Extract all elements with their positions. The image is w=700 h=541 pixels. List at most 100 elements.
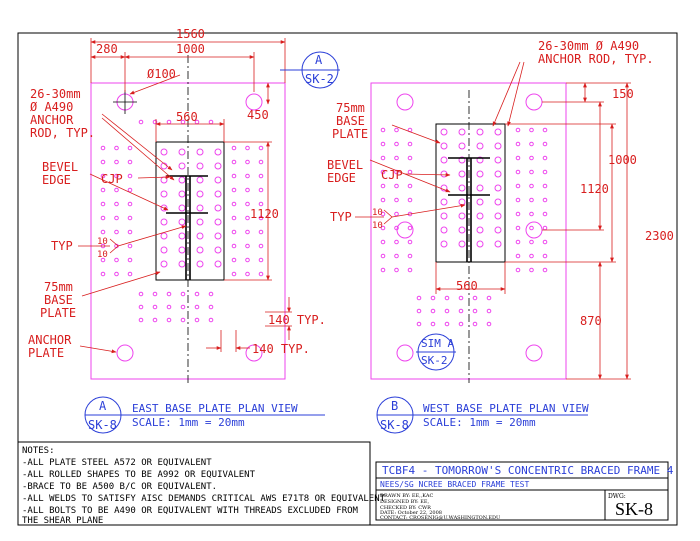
bolt-hole (245, 215, 250, 221)
bolt-hole (178, 218, 186, 226)
bolt-hole (515, 253, 521, 259)
bolt-hole (258, 187, 264, 193)
label-bevel-1: BEVEL (42, 160, 78, 174)
bolt-hole (458, 156, 466, 164)
note-line: -ALL ROLLED SHAPES TO BE A992 OR EQUIVAL… (22, 470, 256, 480)
bolt-hole (394, 239, 399, 245)
bolt-hole (380, 211, 386, 217)
bolt-hole (407, 183, 413, 189)
bolt-hole (258, 243, 264, 249)
label-base-plate-2: BASE (336, 114, 365, 128)
view-scale: SCALE: 1mm = 20mm (423, 416, 536, 429)
bolt-hole (138, 119, 144, 125)
bolt-hole (515, 239, 521, 245)
bolt-hole (214, 148, 222, 156)
bolt-hole (178, 148, 186, 156)
west-large-hole (525, 93, 543, 111)
label-typ: TYP (51, 239, 73, 253)
bolt-hole (458, 321, 464, 327)
bolt-hole (407, 225, 413, 231)
notes-heading: NOTES: (22, 446, 55, 456)
west-annotations: 26-30mm Ø A490 ANCHOR ROD, TYP. 75mm BAS… (327, 39, 674, 328)
drawn-by: DRAWN BY: EE,,KAC (380, 493, 433, 499)
bolt-hole (486, 321, 492, 327)
west-dimensions (355, 61, 631, 380)
bolt-hole (152, 304, 158, 310)
bolt-hole (494, 184, 502, 192)
bolt-hole (440, 170, 448, 178)
bolt-hole (231, 201, 237, 207)
view-title: EAST BASE PLATE PLAN VIEW (132, 402, 298, 415)
bolt-hole (138, 317, 144, 323)
bolt-hole (394, 127, 399, 133)
bolt-hole (472, 295, 478, 301)
bolt-hole (231, 187, 237, 193)
bolt-hole (214, 246, 222, 254)
bolt-hole (440, 226, 448, 234)
notes-box: NOTES: -ALL PLATE STEEL A572 OR EQUIVALE… (17, 441, 386, 526)
bolt-hole (127, 215, 133, 221)
bolt-hole (380, 253, 386, 259)
bolt-hole (494, 212, 502, 220)
bolt-hole (394, 183, 399, 189)
bolt-hole (476, 156, 484, 164)
bolt-hole (231, 271, 237, 277)
contact: CONTACT: CROSENIG@U.WASHINGTON.EDU (380, 514, 500, 521)
bolt-hole (114, 271, 119, 277)
label-base-plate-2: BASE (44, 293, 73, 307)
west-large-hole (396, 93, 414, 111)
bolt-hole (214, 190, 222, 198)
bolt-hole (258, 229, 264, 235)
bolt-hole (127, 159, 133, 165)
bolt-hole (138, 304, 144, 310)
label-anchor-rod-1: 26-30mm (30, 87, 81, 101)
bolt-hole (458, 142, 466, 150)
bolt-hole (196, 232, 204, 240)
bolt-hole (394, 225, 399, 231)
dim-top-right: 450 (247, 108, 269, 122)
bolt-hole (160, 148, 168, 156)
bolt-hole (380, 239, 386, 245)
dim-overall: 1560 (176, 27, 205, 41)
label-anchor-rod-3: ANCHOR (30, 113, 74, 127)
bolt-hole (440, 142, 448, 150)
bolt-hole (529, 225, 534, 231)
bolt-hole (180, 291, 186, 297)
bolt-hole (114, 173, 119, 179)
bolt-hole (160, 218, 168, 226)
bolt-hole (127, 243, 133, 249)
dim-mid: 1000 (176, 42, 205, 56)
bolt-hole (380, 267, 386, 273)
bolt-hole (515, 225, 521, 231)
bolt-hole (458, 128, 466, 136)
bolt-hole (394, 267, 399, 273)
bolt-hole (208, 317, 214, 323)
bolt-hole (440, 156, 448, 164)
bolt-hole (494, 142, 502, 150)
bolt-hole (458, 295, 464, 301)
east-view-title: A SK-8 EAST BASE PLATE PLAN VIEW SCALE: … (84, 396, 325, 434)
bolt-hole (515, 169, 521, 175)
date: DATE: October 22, 2008 (380, 510, 442, 516)
bolt-hole (231, 243, 237, 249)
bolt-hole (160, 190, 168, 198)
bolt-hole (515, 197, 521, 203)
bolt-hole (472, 308, 478, 314)
bolt-hole (258, 271, 264, 277)
bolt-hole (245, 159, 250, 165)
west-view-title: B SK-8 WEST BASE PLATE PLAN VIEW SCALE: … (376, 396, 589, 434)
bolt-hole (529, 141, 534, 147)
bolt-hole (444, 308, 450, 314)
east-dimensions (78, 38, 292, 354)
bolt-hole (100, 145, 106, 151)
bolt-hole (160, 246, 168, 254)
bolt-hole (208, 119, 214, 125)
bolt-hole (494, 198, 502, 206)
bolt-hole (178, 176, 186, 184)
bolt-hole (476, 240, 484, 248)
bolt-hole (407, 141, 413, 147)
section-tag-top: A (315, 53, 323, 67)
detail-tag-bottom: SK-8 (88, 418, 117, 432)
dim-pitch-h: 140 TYP. (252, 342, 310, 356)
bolt-hole (127, 229, 133, 235)
